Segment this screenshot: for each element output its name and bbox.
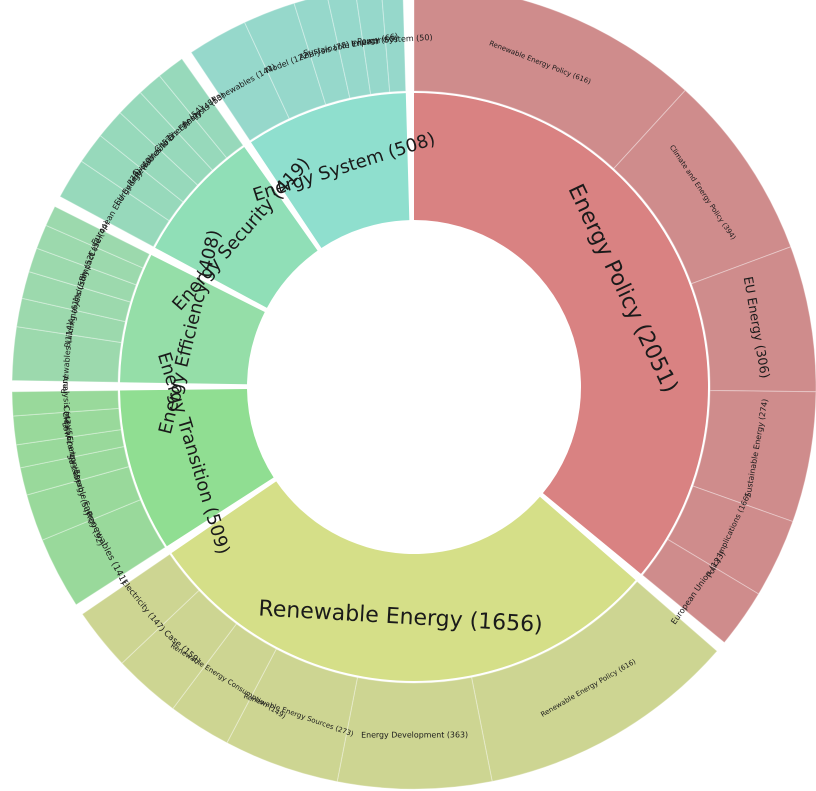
inner-segment-energy-transition[interactable] [120,388,274,547]
outer-segment-energy-transition-low-carbon-energy[interactable] [19,445,130,496]
outer-segment-energy-system-renewables[interactable] [190,21,290,142]
outer-label-renewable-energy-energy-development: Energy Development (363) [361,730,468,739]
outer-segment-energy-system-sustainable-energy[interactable] [327,0,372,99]
inner-segment-energy-efficiency[interactable] [120,254,265,385]
outer-segment-energy-transition-clean-energy[interactable] [15,429,125,469]
outer-segment-energy-efficiency-case[interactable] [45,205,151,269]
outer-segment-energy-policy-eu-energy[interactable] [690,246,816,393]
outer-segment-energy-system-model[interactable] [243,2,327,120]
outer-segment-energy-policy-policy-implications[interactable] [667,485,794,595]
outer-segment-energy-security-eu-energy[interactable] [80,134,184,222]
outer-segment-energy-security-european-energy[interactable] [59,160,170,248]
outer-segment-energy-security-sustainable-energy[interactable] [119,91,214,186]
inner-segment-energy-security[interactable] [155,146,318,308]
outer-segment-energy-policy-renewable-energy-policy[interactable] [413,0,687,170]
outer-segment-energy-security-renewables[interactable] [99,112,199,203]
outer-segment-energy-efficiency-building[interactable] [15,297,126,344]
outer-segment-energy-system-impact[interactable] [355,0,391,95]
outer-label-energy-transition-analysis: Analysis (47) [61,375,72,427]
inner-ring [120,93,708,681]
outer-segment-energy-efficiency-analysis[interactable] [21,270,132,323]
outer-segment-renewable-energy-renewable-energy-policy[interactable] [470,580,718,782]
outer-segment-energy-efficiency-impact[interactable] [36,224,144,286]
outer-segment-energy-transition-analysis[interactable] [11,389,120,417]
outer-segment-energy-system-power-system[interactable] [381,0,407,93]
outer-segment-renewable-energy-electricity[interactable] [81,553,200,664]
outer-segment-energy-security-analysis[interactable] [158,58,244,159]
outer-segment-renewable-energy-renewable-energy-consumption[interactable] [172,623,277,744]
inner-segment-energy-system[interactable] [251,93,410,249]
outer-segment-energy-policy-european-union[interactable] [641,538,760,644]
outer-label-energy-transition-case: Case (56) [61,405,74,444]
inner-segment-energy-policy[interactable] [414,93,708,574]
outer-segment-energy-policy-climate-and-energy-policy[interactable] [613,89,792,285]
outer-segment-energy-security-china-s-energy[interactable] [139,75,228,171]
inner-segment-renewable-energy[interactable] [171,481,636,681]
outer-label-energy-system-power-system: Power System (50) [357,33,433,46]
outer-ring [11,0,816,790]
outer-segment-energy-system-analysis[interactable] [293,0,351,106]
